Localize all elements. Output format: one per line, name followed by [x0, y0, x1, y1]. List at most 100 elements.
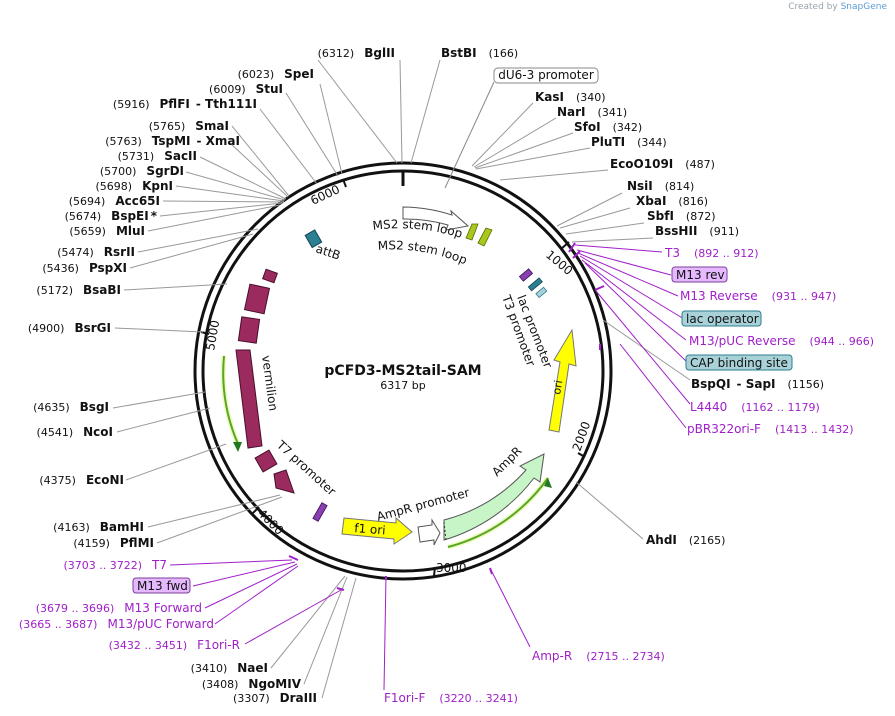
tick-label-5000: 5000: [203, 319, 222, 352]
primer-f1ori-r: (3432 .. 3451)F1ori-R: [109, 638, 240, 652]
enzyme-ecoo109i: EcoO109I(487): [610, 157, 715, 171]
enzyme-pspxi: (5436)PspXI: [42, 261, 127, 275]
primer-marks: [288, 242, 605, 591]
attb-feature: [304, 229, 323, 249]
enzyme-leader-lines: [112, 59, 691, 699]
vermilion-exon-1: [237, 316, 261, 344]
primer-leader-lines: [169, 244, 691, 691]
f1-ori-label: f1 ori: [354, 521, 386, 537]
enzyme-ahdi: AhdI(2165): [646, 533, 725, 547]
plasmid-size: 6317 bp: [380, 379, 425, 392]
enzyme-bglii: (6312)BglII: [318, 46, 395, 60]
snapgene-logo: SnapGene: [840, 2, 887, 12]
ampr-promoter-feature: [417, 518, 441, 546]
enzyme-xbai: XbaI(816): [636, 194, 708, 208]
enzyme-bspei: (5674)BspEI*: [65, 209, 158, 223]
primer-bind-feature: [312, 502, 328, 522]
ms2-loop-mark-1: [465, 223, 479, 241]
enzyme-mlui: (5659)MluI: [69, 224, 145, 238]
enzyme-bsgi: (4635)BsgI: [33, 400, 109, 414]
feature-lac-operator: lac operator: [686, 312, 759, 326]
enzyme-bsabi: (5172)BsaBI: [36, 283, 121, 297]
enzyme-spei: (6023)SpeI: [238, 67, 314, 81]
enzyme-sgrdi: (5700)SgrDI: [100, 164, 184, 178]
enzyme-ngomiv: (3408)NgoMIV: [202, 677, 302, 691]
du6-promoter-box: [493, 67, 599, 84]
m13-rev-box: [671, 266, 728, 283]
ampr-label: AmpR: [489, 444, 524, 479]
enzyme-bsrgi: (4900)BsrGI: [28, 321, 111, 335]
enzyme-kpni: (5698)KpnI: [96, 179, 173, 193]
vermilion-exon-2: [243, 283, 271, 315]
ampr-feature: [443, 453, 545, 541]
m13-fwd-box: [132, 577, 191, 594]
f1-ori-feature: [341, 516, 413, 545]
enzyme-bamhi: (4163)BamHI: [53, 520, 144, 534]
enzyme-econi: (4375)EcoNI: [39, 473, 124, 487]
enzyme-kasi: KasI(340): [535, 90, 606, 104]
enzyme-pflmi: (4159)PflMI: [73, 536, 154, 550]
enzyme-pluti: PluTI(344): [591, 135, 667, 149]
ms2-stem-loop-label-2: MS2 stem loop: [377, 238, 469, 267]
cap-binding-box: [685, 354, 793, 371]
lac-operator-box: [681, 310, 762, 327]
attb-label: attB: [314, 242, 342, 263]
tick-marks: [200, 178, 586, 577]
enzyme-nari: NarI(341): [557, 105, 627, 119]
vermilion-feature: [235, 349, 263, 449]
enzyme-acc65i: (5694)Acc65I: [69, 194, 160, 208]
vermilion-exon-4: [254, 449, 278, 473]
vermilion-direction-line: [222, 355, 239, 445]
du6-promoter-label: dU6-3 promoter: [498, 68, 594, 82]
primer-m13-fwd: M13 fwd: [137, 579, 188, 593]
enzyme-ncoi: (4541)NcoI: [37, 425, 113, 439]
vermilion-direction-head: [233, 442, 242, 452]
enzyme-naei: (3410)NaeI: [191, 661, 268, 675]
primer-l4440: L4440(1162 .. 1179): [690, 400, 820, 414]
primer-t3: T3(892 .. 912): [664, 246, 759, 260]
ampr-direction-head: [544, 478, 552, 488]
primer-pbr322ori-f: pBR322ori-F(1413 .. 1432): [687, 422, 854, 436]
lac-promoter-feature: [527, 277, 543, 292]
primer-m13-rev: M13 rev: [676, 268, 725, 282]
primer-m13-forward: (3679 .. 3696)M13 Forward: [36, 601, 202, 615]
enzyme-tspmi: (5763)TspMI- XmaI: [105, 134, 240, 148]
vermilion-exon-3: [262, 268, 278, 284]
tick-label-2000: 2000: [570, 420, 594, 453]
tick-label-3000: 3000: [436, 561, 467, 575]
plasmid-name: pCFD3-MS2tail-SAM: [324, 363, 481, 379]
enzyme-sfoi: SfoI(342): [574, 120, 642, 134]
snapgene-watermark: Created by SnapGene: [788, 2, 887, 12]
t3-promoter-feature: [518, 268, 534, 282]
primer-amp-r: Amp-R(2715 .. 2734): [532, 649, 665, 663]
enzyme-bsshii: BssHII(911): [655, 224, 739, 238]
primer-m13-reverse: M13 Reverse(931 .. 947): [680, 289, 836, 303]
ms2-loop-mark-2: [477, 227, 493, 247]
lac-operator-feature: [535, 286, 548, 299]
enzyme-bstbi: BstBI(166): [441, 46, 518, 60]
vermilion-direction-glow: [220, 355, 241, 445]
vermilion-label: vermilion: [259, 355, 280, 412]
enzyme-smai: (5765)SmaI: [149, 119, 229, 133]
primer-t7: (3703 .. 3722)T7: [63, 558, 167, 572]
primer-m13-puc-forward: (3665 .. 3687)M13/pUC Forward: [19, 617, 214, 631]
backbone-outer-ring: [193, 161, 613, 581]
ampr-direction-glow: [447, 476, 551, 550]
enzyme-sbfi: SbfI(872): [647, 209, 716, 223]
ori-feature: [548, 328, 577, 433]
tick-label-1000: 1000: [543, 248, 575, 278]
enzyme-rsrii: (5474)RsrII: [57, 245, 135, 259]
vermilion-arrowhead: [273, 469, 295, 494]
enzyme-draiii: (3307)DraIII: [233, 691, 317, 705]
primer-f1ori-f: F1ori-F(3220 .. 3241): [384, 691, 518, 705]
ori-label: ori: [550, 379, 565, 395]
enzyme-pflfi: (5916)PflFI- Tth111I: [113, 97, 257, 111]
enzyme-bspqi: BspQI- SapI(1156): [691, 377, 824, 391]
enzyme-nsii: NsiI(814): [627, 179, 694, 193]
enzyme-sacii: (5731)SacII: [118, 149, 197, 163]
primer-m13-puc-reverse: M13/pUC Reverse(944 .. 966): [689, 334, 874, 348]
feature-cap-binding-site: CAP binding site: [690, 356, 788, 370]
ms2-stem-loop-arrow: [402, 206, 470, 231]
ampr-promoter-divider: [443, 521, 447, 541]
